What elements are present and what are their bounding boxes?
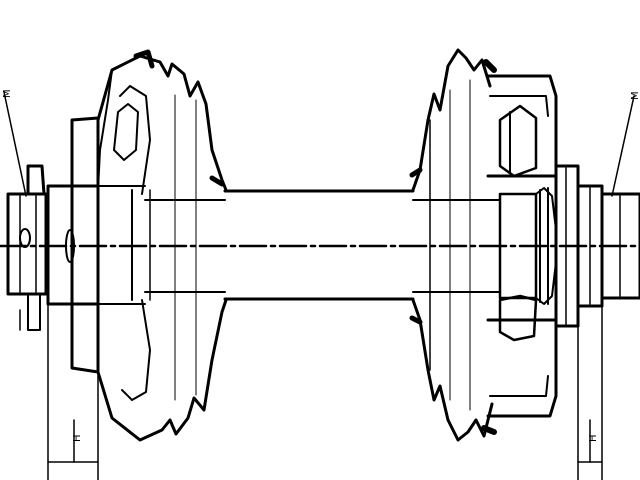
center-shaft <box>144 189 501 301</box>
left-leader <box>3 91 27 197</box>
right-dimension <box>577 305 603 480</box>
right-callout-label: M <box>630 91 640 100</box>
left-dimension <box>47 303 99 480</box>
left-stub-shaft <box>6 164 48 331</box>
left-dimension-label: H <box>72 434 83 442</box>
left-callout-label: M <box>2 89 13 98</box>
left-cv-boot <box>96 49 228 442</box>
right-flange <box>554 164 640 328</box>
right-dimension-label: H <box>588 434 599 442</box>
right-cv-boot <box>409 48 497 442</box>
right-leader <box>611 95 635 197</box>
